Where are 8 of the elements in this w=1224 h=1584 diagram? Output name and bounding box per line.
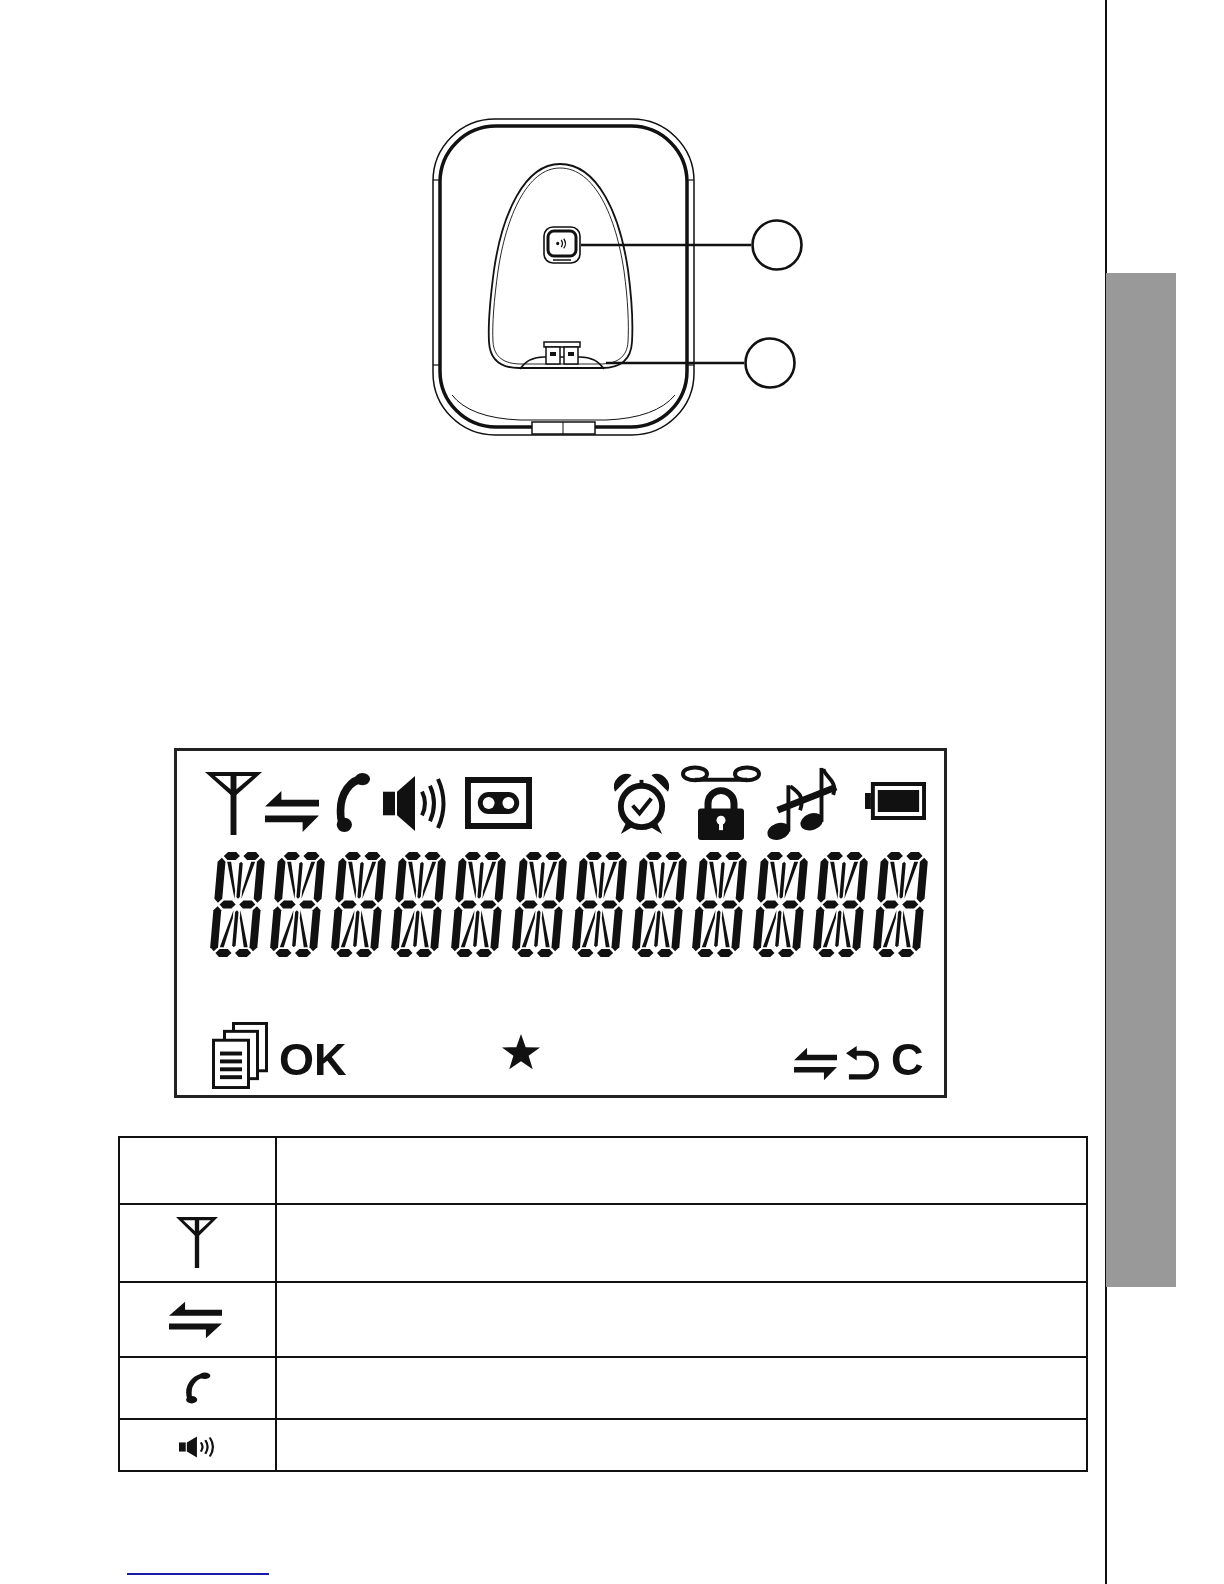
callout-circle xyxy=(744,337,796,389)
charging-contacts xyxy=(518,340,606,370)
callout-circle xyxy=(751,219,803,271)
lcd-indicator-text: OK xyxy=(279,1037,347,1082)
leader-line xyxy=(606,361,744,365)
base-button xyxy=(543,226,581,264)
lcd-indicator-text: C xyxy=(891,1037,924,1082)
leader-line xyxy=(581,243,751,247)
